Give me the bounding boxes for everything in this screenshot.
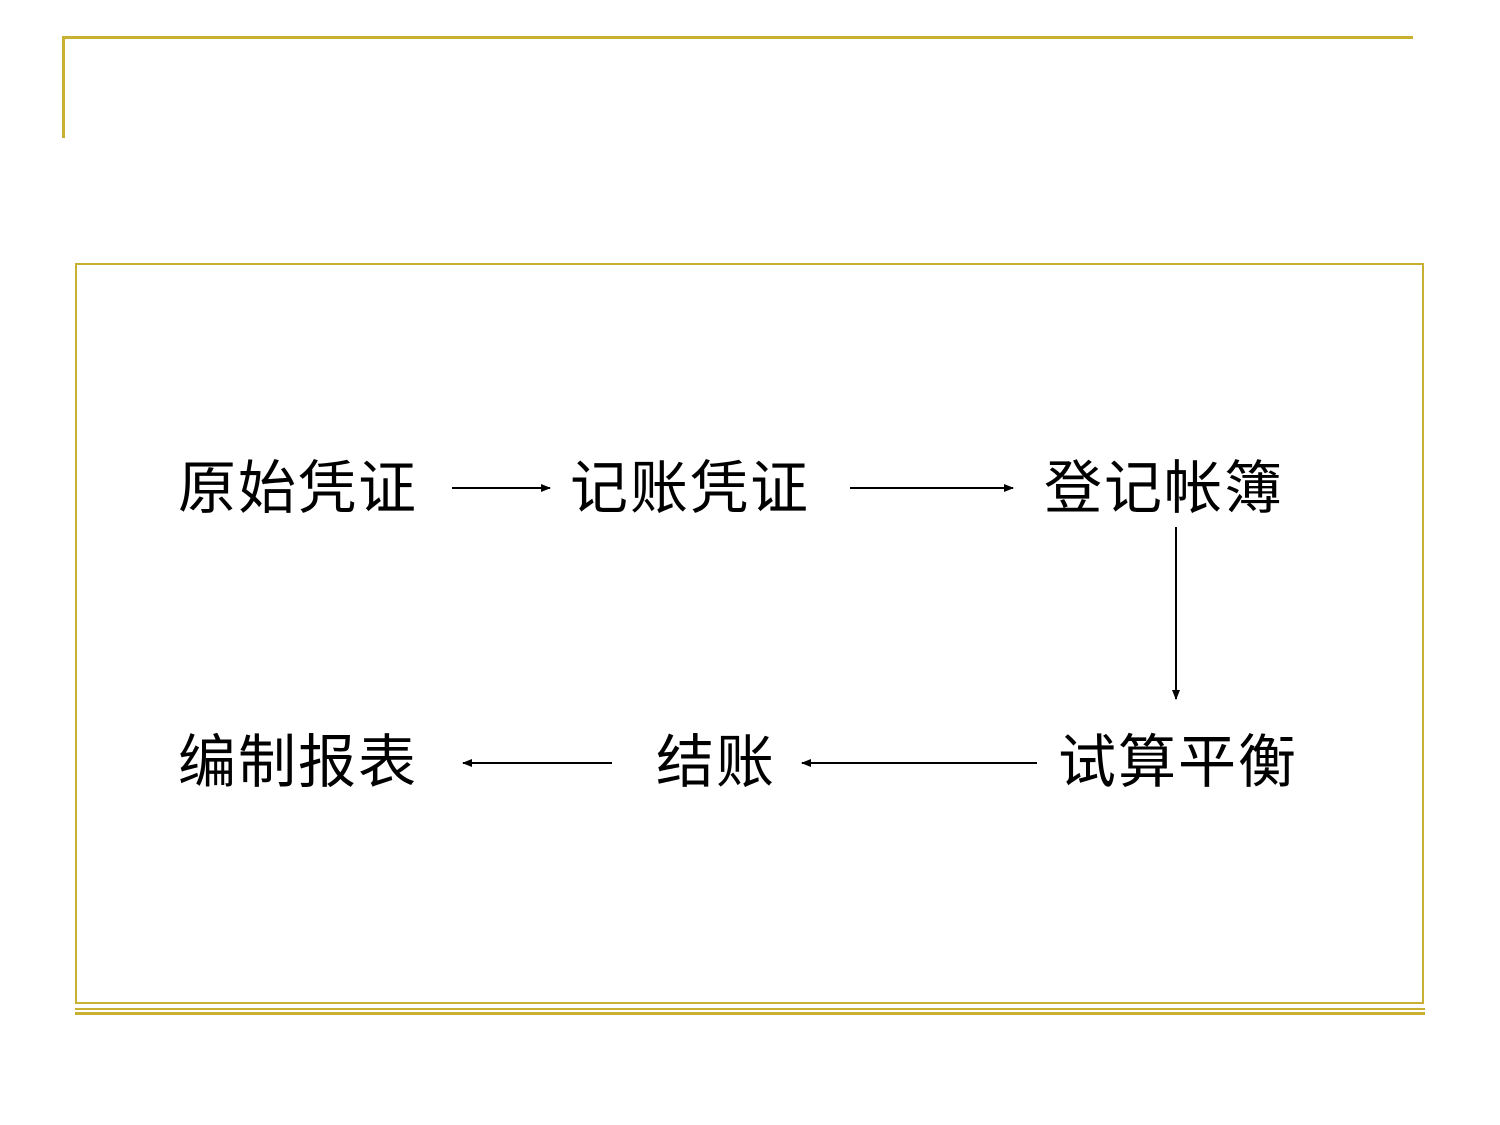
decorative-top-rule <box>62 36 1413 39</box>
decorative-left-rule <box>62 36 65 138</box>
node-ledger-posting: 登记帐簿 <box>1044 454 1285 522</box>
node-closing: 结账 <box>656 728 777 796</box>
diagram-frame <box>75 263 1424 1004</box>
decorative-bottom-rule-thick <box>75 1012 1425 1015</box>
node-original-voucher: 原始凭证 <box>178 454 419 522</box>
node-prepare-reports: 编制报表 <box>178 728 419 796</box>
node-trial-balance: 试算平衡 <box>1058 728 1299 796</box>
decorative-bottom-rule-thin <box>75 1008 1425 1010</box>
node-accounting-voucher: 记账凭证 <box>570 454 811 522</box>
